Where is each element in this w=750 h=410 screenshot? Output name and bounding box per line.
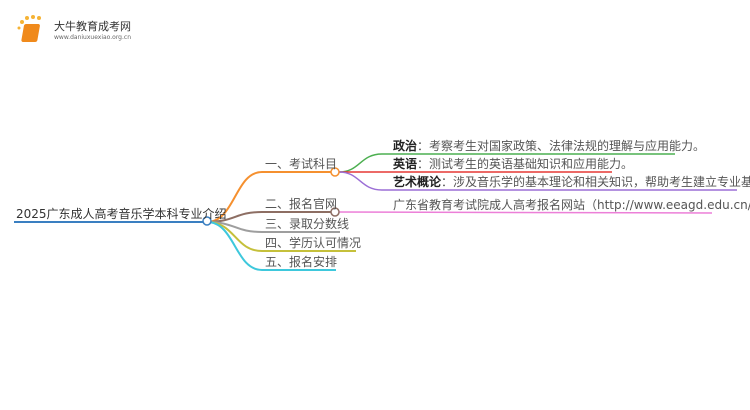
subject-english[interactable]: 英语：测试考生的英语基础知识和应用能力。 <box>393 157 633 171</box>
branch-registration[interactable]: 五、报名安排 <box>265 255 338 269</box>
branch-1-collapse-circle <box>330 167 340 177</box>
branch-exam-subjects[interactable]: 一、考试科目 <box>265 157 338 171</box>
subject-name: 政治 <box>393 139 418 153</box>
subject-name: 艺术概论 <box>393 175 442 189</box>
subject-politics[interactable]: 政治：考察考生对国家政策、法律法规的理解与应用能力。 <box>393 139 705 153</box>
branch-degree-recognition[interactable]: 四、学历认可情况 <box>265 236 362 250</box>
subject-desc: ：涉及音乐学的基本理论和相关知识，帮助考生建立专业基础。 <box>441 175 750 189</box>
subject-desc: ：测试考生的英语基础知识和应用能力。 <box>417 157 634 171</box>
root-node-circle <box>202 216 212 226</box>
logo-url: www.daniuxuexiao.org.cn <box>54 34 131 41</box>
branch-admission-score[interactable]: 三、录取分数线 <box>265 217 350 231</box>
book-logo-icon <box>17 15 41 42</box>
website-node[interactable]: 广东省教育考试院成人高考报名网站（http://www.eeagd.edu.cn… <box>393 198 750 212</box>
branch-official-site[interactable]: 二、报名官网 <box>265 197 338 211</box>
branch-2-collapse-circle <box>330 207 340 217</box>
subject-desc: ：考察考生对国家政策、法律法规的理解与应用能力。 <box>417 139 706 153</box>
branch-5-line <box>206 221 336 271</box>
branch-1-line <box>206 171 331 223</box>
subject-art-theory[interactable]: 艺术概论：涉及音乐学的基本理论和相关知识，帮助考生建立专业基础。 <box>393 175 750 189</box>
logo-title: 大牛教育成考网 <box>54 20 131 33</box>
subject-3-line <box>338 171 737 191</box>
subject-name: 英语 <box>393 157 418 171</box>
root-node[interactable]: 2025广东成人高考音乐学本科专业介绍 <box>16 207 227 221</box>
website-line <box>338 211 713 214</box>
